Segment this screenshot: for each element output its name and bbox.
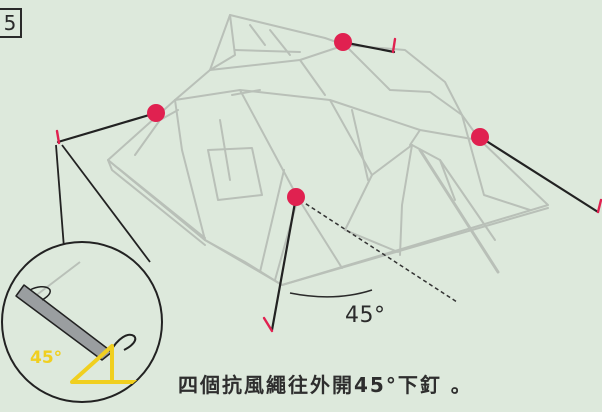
anchor-point-back-left xyxy=(334,33,352,51)
stake-detail-inset xyxy=(1,241,163,403)
guy-line-back-right xyxy=(478,135,600,214)
step-number-badge: 5 xyxy=(0,8,22,38)
anchor-point-back-right xyxy=(471,128,489,146)
inset-tent-edge-2 xyxy=(29,261,81,301)
callout-line-left xyxy=(55,144,65,249)
anchor-points xyxy=(147,33,489,206)
stake-mark-front-right xyxy=(262,316,274,333)
angle-arc xyxy=(289,289,373,298)
callout-lines xyxy=(55,144,151,263)
stake-mark-back-left xyxy=(391,37,397,54)
anchor-point-front-left xyxy=(147,104,165,122)
inset-stake-shaft xyxy=(15,284,113,361)
guy-line-front-left xyxy=(56,111,158,144)
tent-pole-stake xyxy=(418,148,500,274)
angle-reference-line xyxy=(299,199,458,303)
inset-circle xyxy=(1,241,163,403)
guy-line-front-right xyxy=(270,195,298,332)
callout-line-right xyxy=(61,144,151,263)
anchor-point-front-right xyxy=(287,188,305,206)
inset-angle-label: 45° xyxy=(30,348,63,368)
stake-marks xyxy=(55,37,602,333)
instruction-caption: 四個抗風繩往外開45°下釘 。 xyxy=(178,373,473,397)
inset-stake-hook xyxy=(109,333,137,353)
inset-guy-rope xyxy=(29,286,51,301)
angle-label: 45° xyxy=(345,303,386,328)
stake-mark-front-left xyxy=(55,129,61,145)
stake-mark-back-right xyxy=(596,198,602,214)
guy-lines xyxy=(56,40,600,332)
